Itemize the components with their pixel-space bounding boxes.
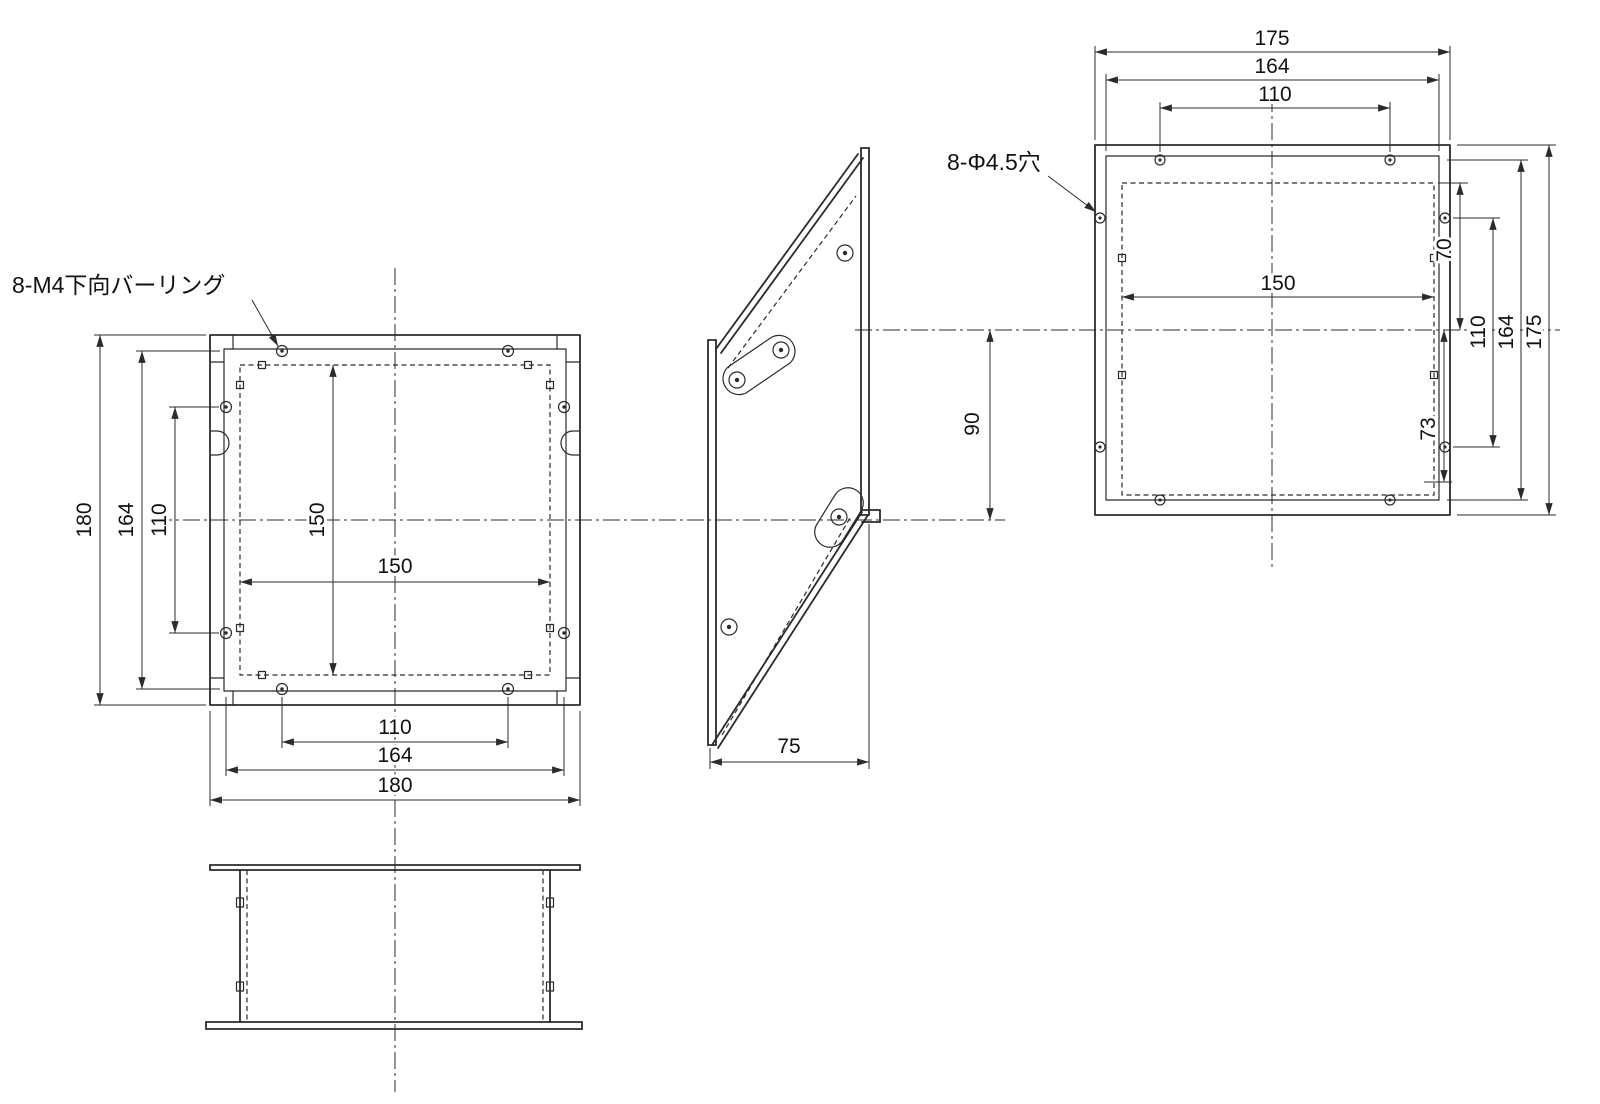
dim-text: 73 (1417, 417, 1440, 440)
side-rear-plate (860, 147, 870, 516)
strap-hole (728, 371, 746, 389)
dim-text: 75 (777, 735, 800, 758)
elevation-body (235, 869, 555, 1023)
plan-extension-lines (94, 334, 581, 806)
dim-text: 110 (1467, 315, 1490, 348)
lower-strap (814, 487, 864, 548)
dim-side-offset-90: 90 (958, 330, 994, 520)
dim-text: 110 (148, 503, 171, 536)
dim-front-upper-70: 70 (1430, 183, 1464, 330)
mounting-hole (1384, 494, 1396, 506)
dim-text: 175 (1523, 314, 1546, 349)
dim-front-top-175: 175 (1095, 24, 1450, 56)
upper-strap (722, 334, 796, 396)
elevation-base-plate (205, 1021, 583, 1030)
plan-opening-hidden-line (239, 364, 551, 676)
dim-front-right-110: 110 (1464, 218, 1497, 447)
dim-front-top-164: 164 (1106, 52, 1439, 84)
flange-hole (720, 618, 738, 636)
mounting-hole (1384, 154, 1396, 166)
dim-text: 110 (1258, 83, 1291, 106)
dim-plan-height-180: 180 (70, 335, 104, 705)
burring-hole (275, 344, 289, 358)
burring-callout: 8-M4下向バーリング (9, 269, 279, 347)
dim-text: 180 (73, 502, 96, 537)
side-front-flange (707, 339, 717, 746)
mounting-hole (1154, 154, 1166, 166)
strap-hole (772, 341, 790, 359)
side-lower-gusset (711, 487, 881, 749)
plan-outline (209, 334, 581, 706)
plan-burring-holes (219, 344, 571, 696)
front-extension-lines (1094, 46, 1556, 516)
plan-dimensions: 180 164 110 150 150 110 (70, 334, 581, 806)
front-dimensions: 175 164 110 150 70 73 (1094, 24, 1556, 516)
dim-text: 164 (377, 744, 412, 767)
front-opening-hidden-line (1121, 182, 1435, 496)
dim-text: 150 (377, 555, 412, 578)
front-outline (1094, 144, 1451, 516)
burring-hole (275, 682, 289, 696)
dim-front-top-110: 110 (1160, 80, 1390, 112)
burring-hole (219, 400, 233, 414)
hole-note-label: 8-Φ4.5穴 (947, 149, 1041, 175)
lower-foot (861, 509, 881, 523)
side-dimensions: 90 75 (709, 330, 994, 769)
dim-text: 164 (115, 502, 138, 537)
dim-front-right-175: 175 (1520, 145, 1553, 515)
hole-callout: 8-Φ4.5穴 (944, 146, 1097, 213)
dim-plan-height-110: 110 (145, 407, 179, 633)
burring-hole (557, 400, 571, 414)
dim-plan-width-110: 110 (282, 713, 508, 746)
dim-plan-height-164: 164 (112, 351, 146, 689)
elevation-tabs (235, 897, 555, 992)
front-opening-tabs (1117, 253, 1439, 380)
burring-note-label: 8-M4下向バーリング (12, 272, 225, 298)
centerlines (155, 95, 1560, 1092)
burring-hole (219, 626, 233, 640)
dim-plan-width-180: 180 (210, 771, 580, 804)
dim-text: 90 (961, 412, 984, 435)
mounting-hole (1154, 494, 1166, 506)
dim-plan-opening-h-150: 150 (240, 552, 550, 586)
dim-plan-opening-v-150: 150 (303, 365, 337, 675)
dim-text: 180 (377, 774, 412, 797)
burring-hole (501, 344, 515, 358)
side-upper-gusset (715, 153, 864, 396)
corner-relief-slits (209, 334, 581, 706)
dim-text: 110 (378, 716, 411, 739)
mounting-hole (1439, 441, 1451, 453)
side-view: 90 75 (707, 147, 994, 769)
right-edge-notch (560, 430, 581, 456)
front-view: 175 164 110 150 70 73 (944, 24, 1556, 516)
dim-text: 164 (1254, 55, 1289, 78)
plan-view: 180 164 110 150 150 110 (9, 269, 581, 806)
mounting-hole (1094, 212, 1106, 224)
dim-front-opening-150: 150 (1122, 269, 1434, 301)
dim-text: 164 (1495, 314, 1518, 349)
left-edge-notch (209, 430, 230, 456)
opening-tabs (235, 360, 555, 680)
elevation-flange (209, 864, 581, 871)
dim-front-lower-73: 73 (1414, 330, 1448, 482)
mounting-hole (1439, 212, 1451, 224)
dim-text: 150 (1260, 272, 1295, 295)
strap-hole (830, 508, 848, 526)
mounting-hole (1094, 441, 1106, 453)
dim-text: 150 (306, 502, 329, 537)
dim-text: 175 (1254, 27, 1289, 50)
burring-hole (557, 626, 571, 640)
panel-hole (836, 244, 854, 262)
dim-front-right-164: 164 (1492, 160, 1525, 500)
dim-plan-width-164: 164 (226, 741, 564, 774)
dim-side-depth-75: 75 (709, 524, 870, 769)
dim-text: 70 (1433, 238, 1456, 261)
elevation-view (205, 864, 583, 1030)
burring-hole (501, 682, 515, 696)
